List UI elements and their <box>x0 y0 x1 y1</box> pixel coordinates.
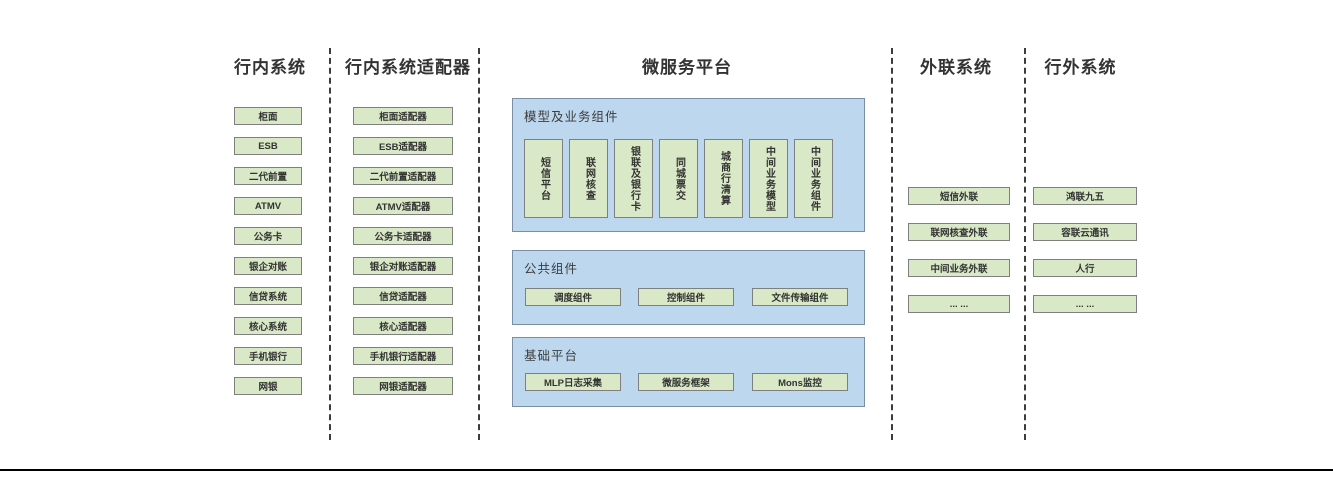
base-platform-box: Mons监控 <box>752 373 848 391</box>
outreach-system-box: 短信外联 <box>908 187 1010 205</box>
adapter-box: 银企对账适配器 <box>353 257 453 275</box>
adapter-box: 公务卡适配器 <box>353 227 453 245</box>
base-platform-box: 微服务框架 <box>638 373 734 391</box>
model-component-box: 联网核查 <box>569 139 608 218</box>
internal-system-box: 信贷系统 <box>234 287 302 305</box>
model-component-box: 中间业务模型 <box>749 139 788 218</box>
outreach-system-box: ... ... <box>908 295 1010 313</box>
external-system-box: 鸿联九五 <box>1033 187 1137 205</box>
model-component-box: 同城票交 <box>659 139 698 218</box>
adapter-box: 信贷适配器 <box>353 287 453 305</box>
internal-system-box: 公务卡 <box>234 227 302 245</box>
header-internal-systems: 行内系统 <box>234 58 306 77</box>
adapter-box: 网银适配器 <box>353 377 453 395</box>
internal-system-box: 手机银行 <box>234 347 302 365</box>
internal-system-box: 银企对账 <box>234 257 302 275</box>
model-component-box: 银联及银行卡 <box>614 139 653 218</box>
header-outreach-systems: 外联系统 <box>920 58 992 77</box>
model-component-box: 中间业务组件 <box>794 139 833 218</box>
panel-model-business-components: 模型及业务组件 短信平台 联网核查 银联及银行卡 同城票交 城商行清算 中间业务… <box>512 98 865 232</box>
panel-common-components: 公共组件 调度组件 控制组件 文件传输组件 <box>512 250 865 325</box>
external-system-box: 容联云通讯 <box>1033 223 1137 241</box>
adapter-box: 二代前置适配器 <box>353 167 453 185</box>
adapter-box: 柜面适配器 <box>353 107 453 125</box>
external-system-box: ... ... <box>1033 295 1137 313</box>
model-component-box: 短信平台 <box>524 139 563 218</box>
common-component-box: 调度组件 <box>525 288 621 306</box>
internal-system-box: 柜面 <box>234 107 302 125</box>
panel-label: 公共组件 <box>524 262 579 276</box>
column-separator <box>329 48 331 440</box>
external-system-box: 人行 <box>1033 259 1137 277</box>
internal-system-box: 网银 <box>234 377 302 395</box>
column-separator <box>478 48 480 440</box>
internal-system-box: 二代前置 <box>234 167 302 185</box>
column-separator <box>891 48 893 440</box>
header-internal-adapters: 行内系统适配器 <box>345 58 471 77</box>
adapter-box: 手机银行适配器 <box>353 347 453 365</box>
panel-label: 模型及业务组件 <box>524 110 619 124</box>
adapter-box: ATMV适配器 <box>353 197 453 215</box>
outreach-system-box: 中间业务外联 <box>908 259 1010 277</box>
column-separator <box>1024 48 1026 440</box>
internal-system-box: 核心系统 <box>234 317 302 335</box>
outreach-system-box: 联网核查外联 <box>908 223 1010 241</box>
common-component-box: 控制组件 <box>638 288 734 306</box>
panel-label: 基础平台 <box>524 349 579 363</box>
base-platform-box: MLP日志采集 <box>525 373 621 391</box>
internal-system-box: ATMV <box>234 197 302 215</box>
bottom-rule <box>0 469 1333 471</box>
adapter-box: 核心适配器 <box>353 317 453 335</box>
model-component-box: 城商行清算 <box>704 139 743 218</box>
adapter-box: ESB适配器 <box>353 137 453 155</box>
panel-base-platform: 基础平台 MLP日志采集 微服务框架 Mons监控 <box>512 337 865 407</box>
header-microservice-platform: 微服务平台 <box>642 58 732 77</box>
header-external-systems: 行外系统 <box>1044 58 1117 77</box>
common-component-box: 文件传输组件 <box>752 288 848 306</box>
internal-system-box: ESB <box>234 137 302 155</box>
